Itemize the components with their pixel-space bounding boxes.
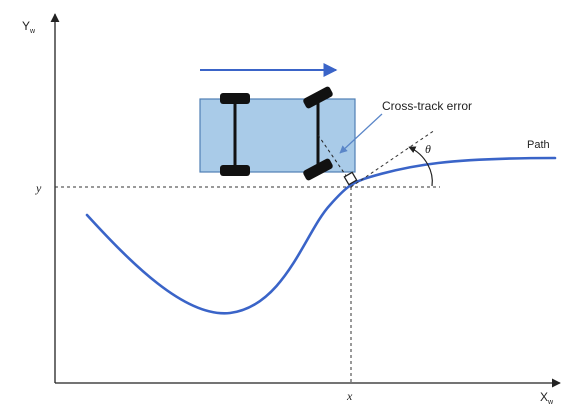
- front-left-wheel: [303, 86, 333, 109]
- theta-label: θ: [425, 142, 431, 156]
- front-right-wheel: [303, 158, 333, 181]
- y-axis-label: Yw: [22, 19, 36, 35]
- y-point-label: y: [35, 181, 42, 195]
- vehicle: [199, 86, 356, 181]
- contact-point-marker: [343, 171, 358, 186]
- x-point-label: x: [346, 389, 353, 403]
- cross-track-error-pointer: [339, 113, 383, 154]
- path-label: Path: [527, 139, 550, 151]
- rear-right-wheel: [220, 165, 250, 176]
- cross-track-error-label: Cross-track error: [382, 99, 472, 113]
- vehicle-body: [199, 98, 356, 173]
- tangent-dashed-line: [350, 129, 436, 188]
- rear-left-wheel: [220, 93, 250, 104]
- reference-path-curve: [85, 156, 557, 315]
- x-axis-label: Xw: [540, 390, 554, 405]
- heading-angle-arc: [408, 146, 433, 187]
